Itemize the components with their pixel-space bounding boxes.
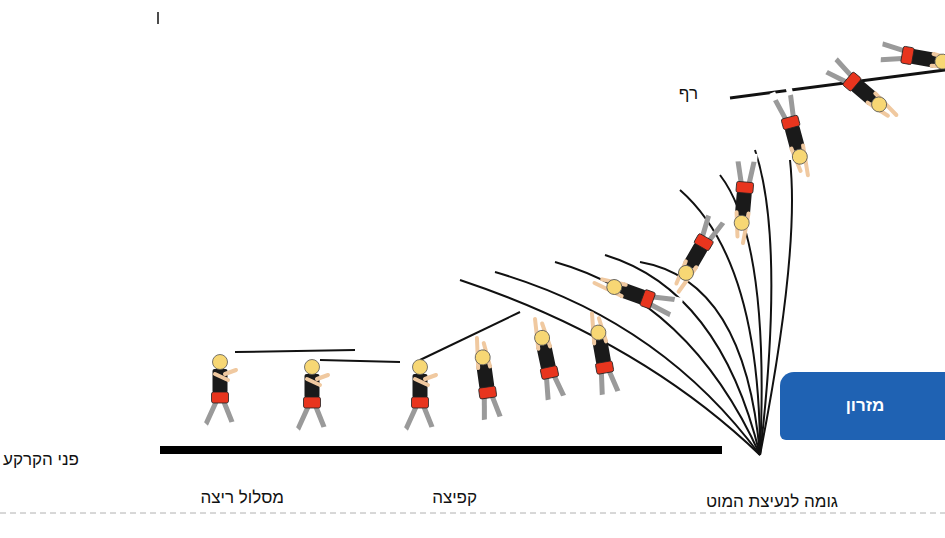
part-label: גומה לנעיצת המוט — [703, 487, 838, 517]
mattress: מזרון — [780, 372, 945, 440]
dashed-line — [0, 513, 945, 514]
part-label: קפיצה — [432, 487, 477, 508]
part-label: רף — [679, 83, 698, 104]
crossbar — [730, 70, 945, 98]
part-label: מסלול ריצה — [200, 487, 284, 508]
tick-mark — [157, 12, 159, 24]
poles — [235, 150, 792, 455]
part-label: פני הקרקע — [3, 449, 79, 470]
runway — [160, 446, 722, 454]
node-label: מזרון — [846, 396, 885, 416]
